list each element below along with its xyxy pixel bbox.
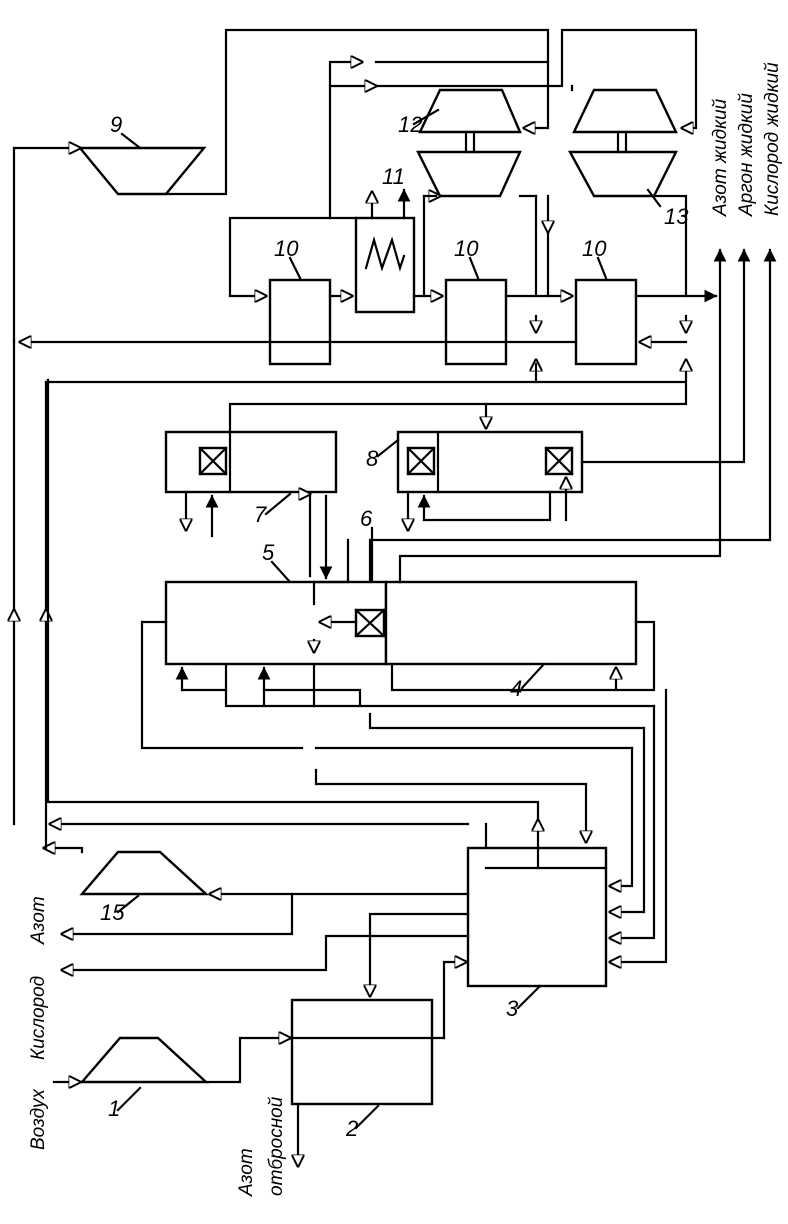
column-7 bbox=[164, 430, 338, 494]
label-15: 15 bbox=[100, 900, 125, 925]
label-azot: Азот bbox=[28, 896, 49, 945]
piping bbox=[14, 28, 777, 1166]
label-kislorod-zhidkiy: Кислород жидкий bbox=[762, 62, 783, 216]
label-3: 3 bbox=[506, 996, 519, 1021]
label-5: 5 bbox=[262, 540, 275, 565]
turbine-12-bottom bbox=[416, 150, 522, 198]
label-9: 9 bbox=[110, 112, 122, 137]
stream-labels: Воздух Кислород Азот Азот отбросной Азот… bbox=[28, 62, 783, 1197]
heat-exchanger-10a bbox=[268, 278, 332, 366]
turbine-13-top bbox=[572, 88, 678, 134]
column-4 bbox=[384, 580, 638, 666]
label-4: 4 bbox=[510, 676, 522, 701]
label-vozdukh: Воздух bbox=[28, 1088, 49, 1150]
equipment bbox=[77, 88, 678, 1106]
compressor-1 bbox=[79, 1036, 210, 1084]
expander-15 bbox=[79, 850, 210, 896]
turbine-12-top bbox=[418, 88, 522, 134]
label-11: 11 bbox=[382, 164, 405, 189]
cooler-11 bbox=[354, 216, 416, 314]
label-kislorod: Кислород bbox=[28, 976, 49, 1060]
label-1: 1 bbox=[108, 1096, 120, 1121]
heat-exchanger-3 bbox=[466, 846, 608, 988]
label-12: 12 bbox=[398, 112, 422, 137]
purification-unit-2 bbox=[290, 998, 434, 1106]
heat-exchanger-10b bbox=[444, 278, 508, 366]
label-azot-otbrosnoy-1: Азот bbox=[236, 1148, 257, 1197]
label-azot-zhidkiy: Азот жидкий bbox=[710, 98, 731, 217]
label-2: 2 bbox=[345, 1116, 358, 1141]
label-argon-zhidkiy: Аргон жидкий bbox=[736, 93, 757, 217]
equipment-numbers: 1 2 3 4 5 6 7 8 9 10 10 10 11 12 13 15 bbox=[100, 108, 689, 1141]
label-6: 6 bbox=[360, 506, 373, 531]
label-10b: 10 bbox=[454, 236, 479, 261]
heat-exchanger-10c bbox=[574, 278, 638, 366]
label-8: 8 bbox=[366, 446, 379, 471]
label-10a: 10 bbox=[274, 236, 299, 261]
label-7: 7 bbox=[254, 502, 267, 527]
label-13: 13 bbox=[664, 204, 689, 229]
label-10c: 10 bbox=[582, 236, 607, 261]
label-azot-otbrosnoy-2: отбросной bbox=[266, 1096, 287, 1196]
expander-9 bbox=[77, 146, 207, 196]
turbine-13-bottom bbox=[567, 150, 678, 198]
